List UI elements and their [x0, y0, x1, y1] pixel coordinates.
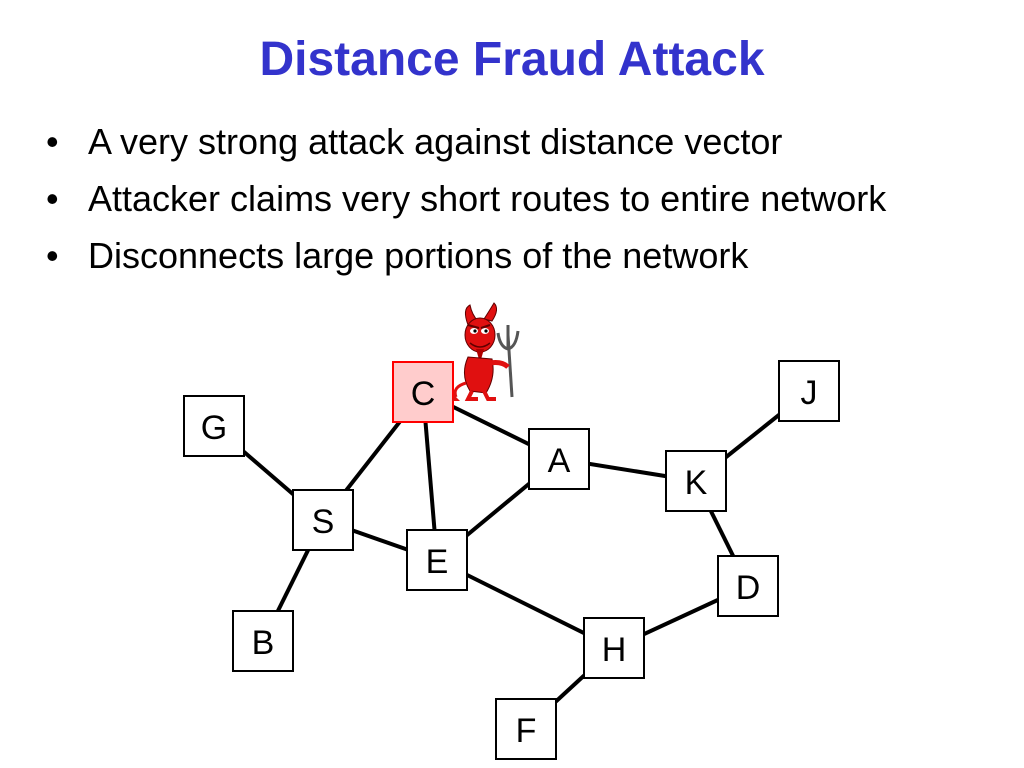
bullet-list: A very strong attack against distance ve…	[46, 113, 886, 284]
devil-with-pitchfork-icon	[452, 302, 520, 401]
node-a: A	[528, 428, 590, 490]
node-box	[528, 428, 590, 490]
node-d: D	[717, 555, 779, 617]
node-box	[495, 698, 557, 760]
node-label: C	[411, 375, 436, 413]
node-label: A	[548, 442, 571, 480]
bullet-item: Attacker claims very short routes to ent…	[46, 170, 886, 227]
node-label: B	[252, 624, 275, 662]
node-box	[778, 360, 840, 422]
node-h: H	[583, 617, 645, 679]
node-label: S	[312, 503, 335, 541]
node-label: H	[602, 631, 627, 669]
node-box	[665, 450, 727, 512]
node-box	[406, 529, 468, 591]
nodes: C J G A K S E D B H F	[183, 360, 840, 760]
node-box	[232, 610, 294, 672]
node-label: G	[201, 409, 227, 447]
node-label: F	[516, 712, 537, 750]
slide-title: Distance Fraud Attack	[259, 33, 765, 86]
node-box	[392, 361, 454, 423]
node-label: J	[801, 374, 818, 412]
bullet-item: A very strong attack against distance ve…	[46, 113, 886, 170]
node-b: B	[232, 610, 294, 672]
node-box	[717, 555, 779, 617]
node-box	[583, 617, 645, 679]
node-g: G	[183, 395, 245, 457]
node-label: E	[426, 543, 449, 581]
node-box	[183, 395, 245, 457]
node-e: E	[406, 529, 468, 591]
node-box	[292, 489, 354, 551]
node-f: F	[495, 698, 557, 760]
node-k: K	[665, 450, 727, 512]
node-label: D	[736, 569, 761, 607]
node-j: J	[778, 360, 840, 422]
bullet-item: Disconnects large portions of the networ…	[46, 227, 886, 284]
node-s: S	[292, 489, 354, 551]
node-c: C	[392, 361, 454, 423]
node-label: K	[685, 464, 708, 502]
